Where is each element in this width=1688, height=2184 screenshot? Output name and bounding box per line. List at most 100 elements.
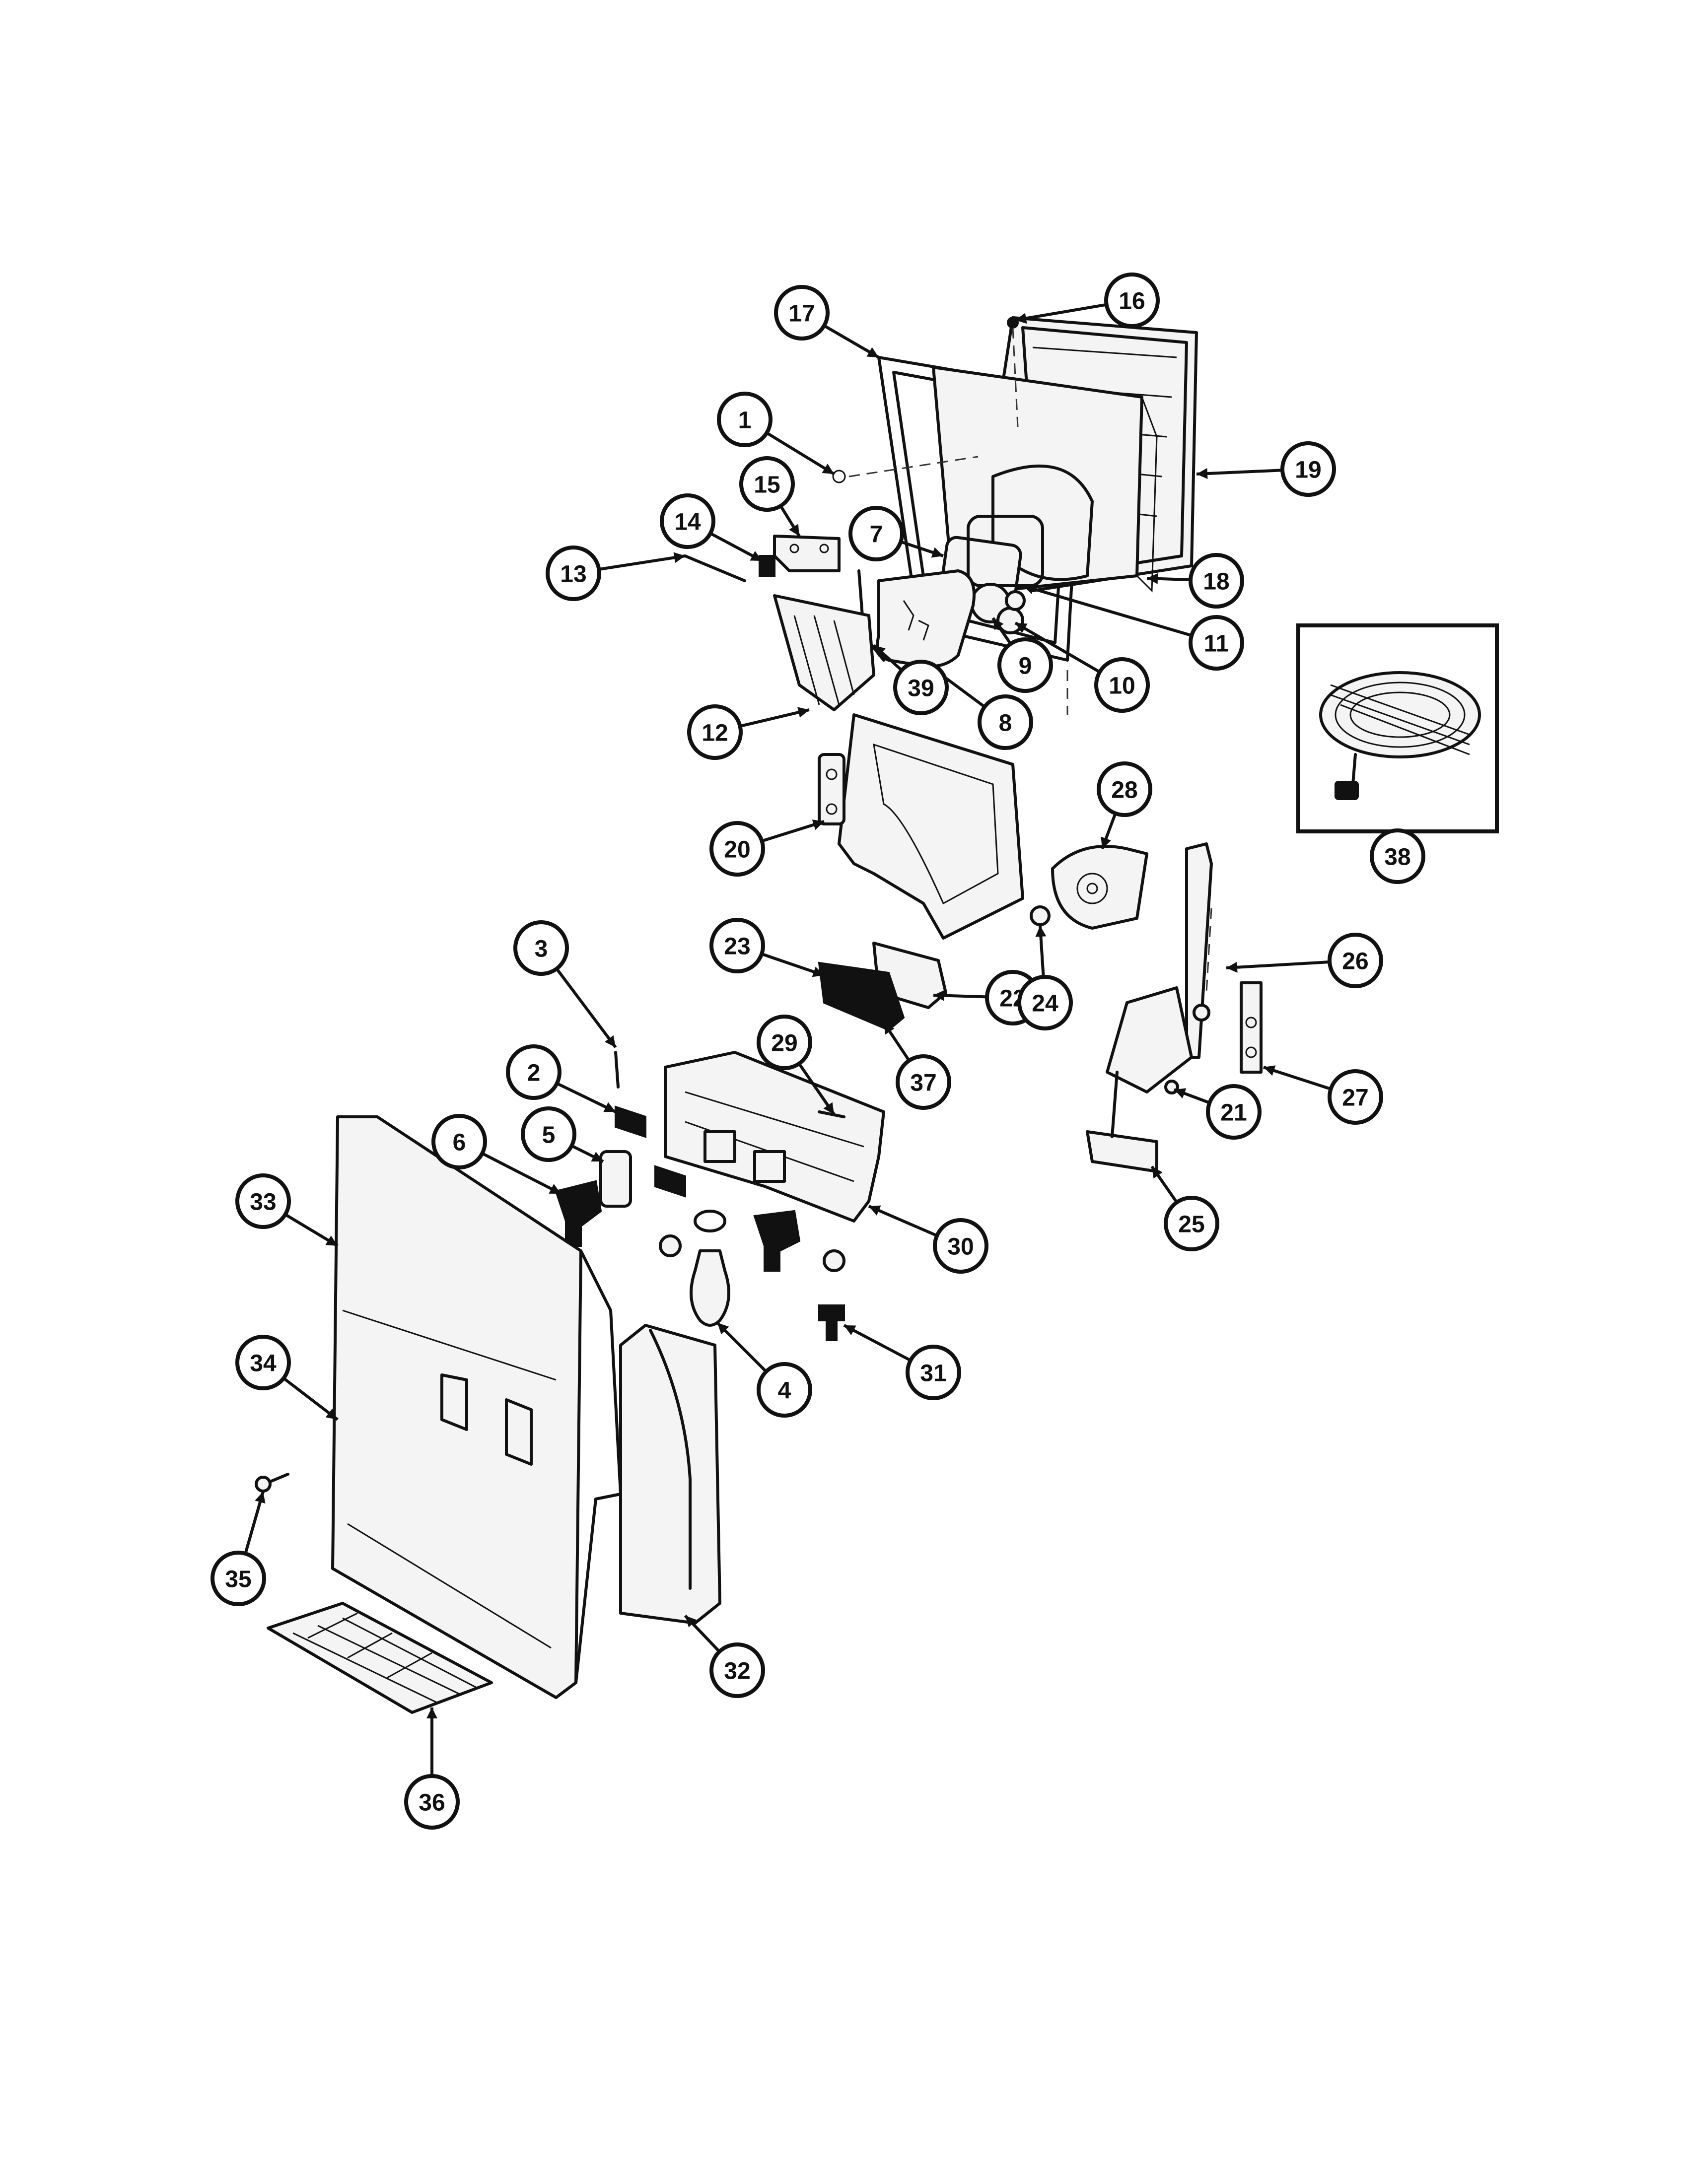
callout-circle-23 [709,918,765,973]
callout-circle-1 [717,392,773,447]
callout-number-31: 31 [920,1361,946,1387]
leader-line-16 [1015,303,1107,322]
lever-25 [1086,842,1213,1173]
solenoid-14 [759,555,775,577]
callout-26: 26 [1328,933,1383,988]
leader-arrowhead-35 [255,1492,266,1504]
lamp-socket-5 [599,1150,632,1208]
screw-35 [255,1473,289,1493]
callout-number-32: 32 [724,1658,750,1685]
callout-circle-36 [404,1774,460,1830]
callout-30: 30 [933,1218,988,1274]
leader-arrowhead-5 [591,1152,603,1161]
callout-number-6: 6 [453,1130,466,1156]
callout-circle-18 [1189,553,1244,609]
leader-arrowhead-31 [844,1325,856,1335]
callout-circle-9 [997,637,1053,693]
wire-harness-38 [1319,671,1481,800]
callout-circle-27 [1328,1069,1383,1125]
callout-number-36: 36 [419,1790,445,1816]
callout-number-34: 34 [250,1351,277,1377]
leader-arrowhead-13 [673,552,685,563]
callout-number-14: 14 [674,509,701,536]
leader-arrowhead-20 [812,819,824,830]
leader-arrowhead-29 [823,1102,834,1114]
leader-arrowhead-10 [1015,623,1028,633]
callout-36: 36 [404,1774,460,1830]
callout-circle-33 [235,1173,291,1229]
callout-circle-39 [893,660,949,715]
callout-circle-19 [1280,441,1336,497]
leader-arrowhead-25 [1152,1166,1163,1179]
callout-circle-26 [1328,933,1383,988]
leader-arrowhead-33 [325,1235,338,1246]
callout-circle-35 [211,1551,266,1606]
chute-20 [818,713,1024,940]
callout-21: 21 [1206,1084,1262,1140]
callout-number-4: 4 [778,1378,791,1404]
leader-arrowhead-34 [325,1408,338,1420]
leader-line-19 [1196,469,1283,476]
callout-number-9: 9 [1019,653,1032,680]
callout-34: 34 [235,1335,291,1390]
callout-8: 8 [978,694,1033,750]
callout-2: 2 [506,1044,562,1100]
leader-line-23 [761,953,825,977]
rod-13 [684,554,746,582]
callout-circle-24 [1017,975,1073,1030]
callout-circle-3 [513,920,569,976]
callout-1: 1 [717,392,773,447]
callout-number-15: 15 [754,472,780,498]
callout-circle-34 [235,1335,291,1390]
leader-line-4 [716,1321,768,1373]
button-31 [818,1304,845,1341]
callout-number-5: 5 [542,1122,556,1149]
callout-12: 12 [687,704,743,760]
leader-arrowhead-36 [426,1707,437,1718]
leader-arrowhead-16 [1015,313,1027,324]
callout-5: 5 [521,1106,576,1162]
leader-line-1 [766,431,835,476]
callout-circle-2 [506,1044,562,1100]
callout-25: 25 [1164,1196,1219,1251]
leader-arrowhead-4 [717,1323,729,1335]
callout-7: 7 [848,506,904,561]
leader-arrowhead-21 [1174,1088,1187,1099]
callout-23: 23 [709,918,765,973]
leader-line-26 [1226,960,1330,969]
leader-arrowhead-12 [797,707,809,718]
knob-6 [555,1180,602,1247]
leader-line-3 [555,967,617,1048]
leader-arrowhead-32 [685,1616,697,1628]
callout-circle-15 [739,456,795,512]
leader-arrowhead-1 [822,464,834,474]
callout-13: 13 [546,546,601,601]
pad-37 [818,961,905,1031]
callout-number-23: 23 [724,934,750,960]
screw-1 [832,470,846,483]
callout-10: 10 [1094,657,1150,713]
callout-27: 27 [1328,1069,1383,1125]
callout-number-35: 35 [225,1567,251,1593]
leader-arrowhead-6 [549,1184,561,1194]
callout-circle-37 [896,1054,951,1110]
callout-17: 17 [774,285,830,341]
callout-29: 29 [757,1015,812,1070]
leader-arrowhead-17 [866,347,879,357]
bracket-12 [773,594,875,711]
callout-number-17: 17 [788,301,815,327]
callout-circle-7 [848,506,904,561]
callout-number-2: 2 [527,1060,541,1087]
leader-arrowhead-39 [874,645,886,657]
callout-15: 15 [739,456,795,512]
callout-39: 39 [893,660,949,715]
callout-number-16: 16 [1119,288,1145,315]
leader-arrowhead-19 [1196,468,1208,479]
callout-circle-38 [1370,828,1425,884]
leader-arrowhead-18 [1147,573,1158,584]
callout-circle-25 [1164,1196,1219,1251]
callout-31: 31 [906,1345,961,1400]
callout-circle-10 [1094,657,1150,713]
callout-6: 6 [431,1114,487,1169]
